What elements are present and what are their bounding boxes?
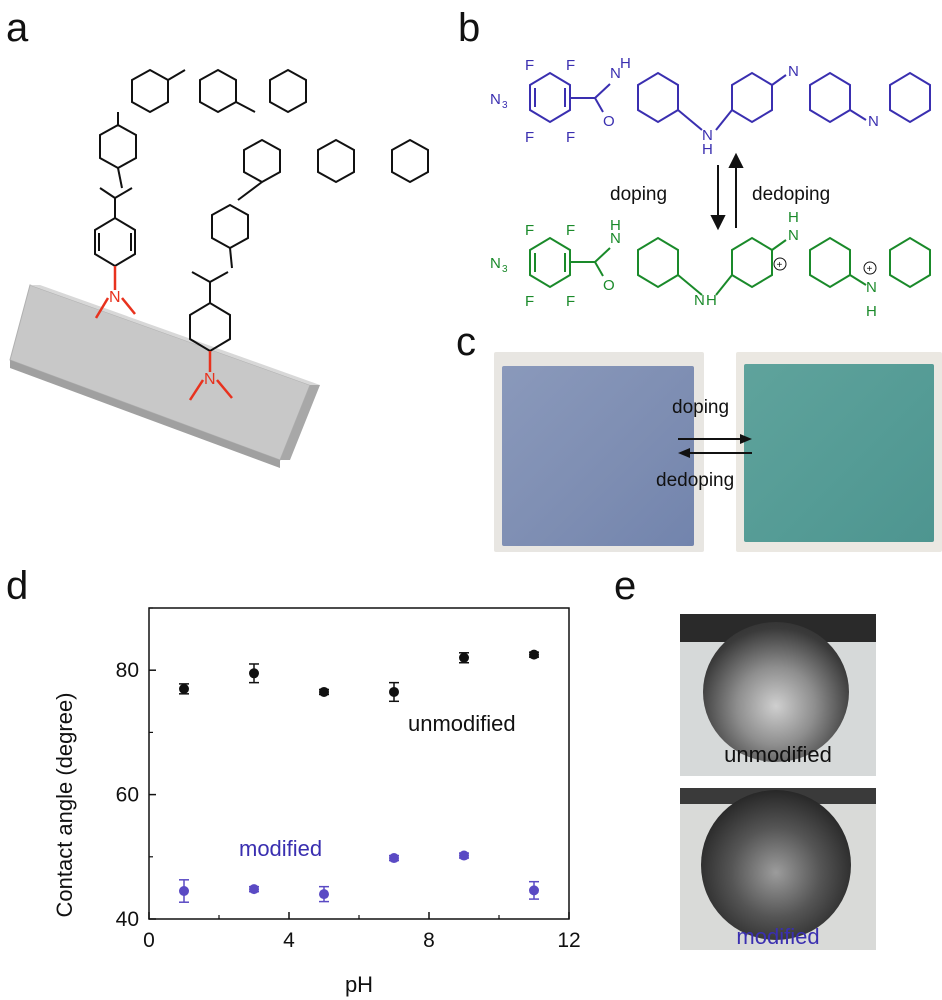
amine-n-green: N <box>694 292 705 309</box>
amine-n-label: N <box>702 127 713 144</box>
series-label-modified: modified <box>239 836 322 861</box>
positive-charge-1 <box>773 257 787 271</box>
substrate-front-face <box>10 360 280 468</box>
substrate-edge <box>30 285 320 385</box>
series-label-unmodified: unmodified <box>408 711 516 736</box>
linker-left <box>94 266 136 319</box>
droplet-label-modified: modified <box>736 924 820 949</box>
bottom-atom-labels: N 3 F F F F O N H N H N H N H <box>490 209 877 320</box>
amide-n-green: N <box>610 230 621 247</box>
data-point-0-4 <box>459 652 469 663</box>
iminium-n-2: N <box>866 279 877 296</box>
iminium-n-1: N <box>788 227 799 244</box>
photo-doping-label: doping <box>672 397 730 418</box>
iminium-h-1: H <box>788 209 799 226</box>
amide-n-label: N <box>610 65 621 82</box>
amine-h-label: H <box>702 141 713 158</box>
azide-subscript: 3 <box>502 100 508 111</box>
azide-label: N <box>490 91 501 108</box>
chart-ticks: 0 4 8 12 40 60 80 <box>116 607 581 952</box>
data-point-1-3 <box>389 853 399 864</box>
x-axis-label: pH <box>345 972 373 997</box>
data-point-1-4 <box>459 850 469 861</box>
fluorine-4: F <box>566 129 575 146</box>
oxygen-label: O <box>603 113 615 130</box>
equilibrium-arrows <box>710 152 744 231</box>
amine-h-green: H <box>706 292 717 309</box>
fluorine-3: F <box>525 129 534 146</box>
plot-frame <box>148 607 570 920</box>
scheme-doping-label: doping <box>610 184 667 205</box>
iminium-h-2: H <box>866 303 877 320</box>
scheme-dedoping-label: dedoping <box>752 184 830 205</box>
droplet-photo-modified: modified <box>680 788 876 950</box>
panel-label-d: d <box>6 564 29 608</box>
fluorine-1: F <box>525 57 534 74</box>
molecule-right <box>189 138 429 353</box>
photo-undoped-membrane <box>502 366 694 546</box>
panel-label-b: b <box>458 6 481 50</box>
molecule-left <box>94 68 307 268</box>
droplet-label-unmodified: unmodified <box>724 742 832 767</box>
fluorine-g4: F <box>566 293 575 310</box>
fluorine-g3: F <box>525 293 534 310</box>
contact-angle-chart: 0 4 8 12 40 60 80 Contact angle (degree) pH un… <box>52 607 581 997</box>
panel-a-schematic: N N <box>9 68 429 468</box>
photo-doped-membrane <box>744 364 934 542</box>
data-point-1-1 <box>249 884 259 895</box>
imine-n-1: N <box>788 63 799 80</box>
panel-label-c: c <box>456 320 476 364</box>
oxygen-label-green: O <box>603 277 615 294</box>
emeraldine-base-structure <box>529 71 931 131</box>
data-point-1-0 <box>179 886 189 897</box>
y-axis-label: Contact angle (degree) <box>52 692 77 917</box>
data-point-0-2 <box>319 686 329 697</box>
x-tick-label-12: 12 <box>557 929 580 952</box>
linker-right <box>188 351 233 401</box>
substrate-side-face <box>280 385 320 460</box>
droplet-modified <box>701 790 851 940</box>
droplet-unmodified <box>703 622 849 762</box>
nitrogen-left: N <box>109 289 121 306</box>
azide-label-green: N <box>490 255 501 272</box>
azide-subscript-green: 3 <box>502 264 508 275</box>
x-tick-label-4: 4 <box>283 929 295 952</box>
chart-points <box>179 649 539 903</box>
fluorine-g2: F <box>566 222 575 239</box>
data-point-1-5 <box>529 885 539 896</box>
substrate-top-face <box>9 284 311 461</box>
imine-n-2: N <box>868 113 879 130</box>
panel-label-e: e <box>614 564 637 608</box>
plus-sign-2: + <box>867 264 873 275</box>
x-tick-label-0: 0 <box>143 929 155 952</box>
y-tick-label-80: 80 <box>116 659 139 682</box>
droplet-photo-unmodified: unmodified <box>680 614 876 776</box>
amide-h-label: H <box>620 55 631 72</box>
data-point-0-3 <box>389 686 399 697</box>
photo-doped-frame <box>736 352 942 552</box>
y-tick-label-60: 60 <box>116 784 139 807</box>
panel-b-scheme: N 3 F F F F O N H N H N N doping dedopin… <box>490 55 931 320</box>
top-atom-labels: N 3 F F F F O N H N H N N <box>490 55 879 158</box>
data-point-0-1 <box>249 668 259 679</box>
x-tick-label-8: 8 <box>423 929 435 952</box>
positive-charge-2 <box>863 261 877 275</box>
panel-c-arrows <box>678 434 752 458</box>
nitrogen-right: N <box>204 371 216 388</box>
amide-h-green: H <box>610 217 621 234</box>
photo-dedoping-label: dedoping <box>656 470 735 491</box>
emeraldine-salt-structure <box>529 236 931 296</box>
data-point-0-0 <box>179 683 189 694</box>
fluorine-2: F <box>566 57 575 74</box>
panel-label-a: a <box>6 6 29 50</box>
y-tick-label-40: 40 <box>116 908 139 931</box>
fluorine-g1: F <box>525 222 534 239</box>
photo-undoped-frame <box>494 352 704 552</box>
plus-sign-1: + <box>777 260 783 271</box>
chart-axes <box>148 607 570 920</box>
data-point-1-2 <box>319 889 329 900</box>
data-point-0-5 <box>529 649 539 660</box>
